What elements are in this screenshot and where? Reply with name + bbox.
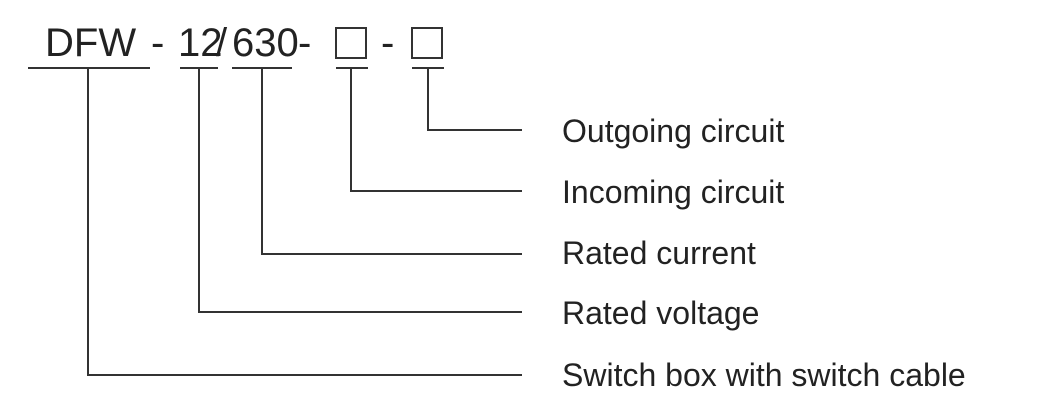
incoming-placeholder-box xyxy=(335,27,367,59)
label-switch-box: Switch box with switch cable xyxy=(562,357,966,393)
code-separator-1: - xyxy=(151,21,164,65)
code-separator-2: - xyxy=(298,21,311,65)
label-rated-current: Rated current xyxy=(562,235,756,271)
outgoing-leader-line xyxy=(427,68,522,131)
code-separator-3: - xyxy=(381,21,394,65)
switch-box-leader-line xyxy=(87,68,522,376)
incoming-leader-line xyxy=(350,68,522,192)
code-voltage: 12 xyxy=(178,21,223,65)
outgoing-placeholder-box xyxy=(411,27,443,59)
label-rated-voltage: Rated voltage xyxy=(562,295,759,331)
label-incoming-circuit: Incoming circuit xyxy=(562,174,784,210)
rated-voltage-leader-line xyxy=(198,68,522,313)
code-slash: / xyxy=(216,21,228,65)
rated-current-leader-line xyxy=(261,68,522,255)
code-current: 630 xyxy=(232,21,299,65)
label-outgoing-circuit: Outgoing circuit xyxy=(562,113,784,149)
code-prefix: DFW xyxy=(45,21,136,65)
